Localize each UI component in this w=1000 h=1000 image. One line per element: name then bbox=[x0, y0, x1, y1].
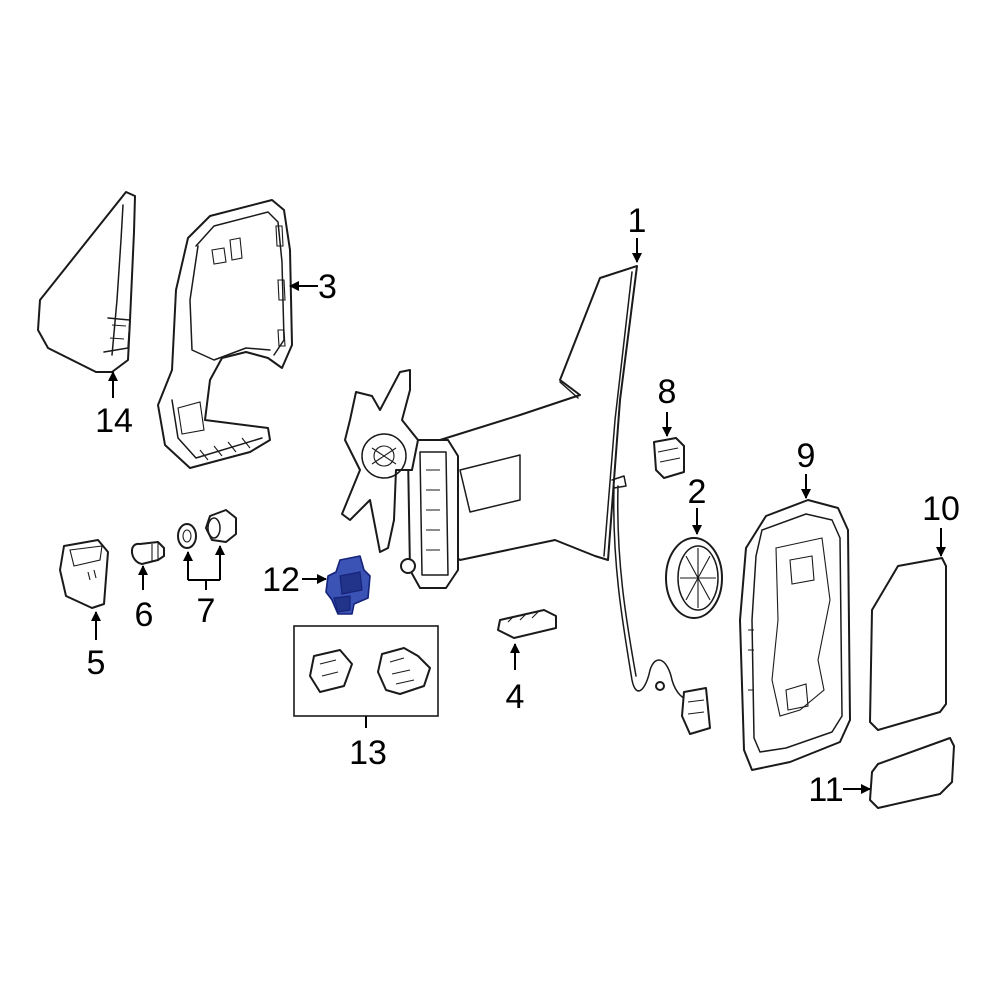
callout-4: 4 bbox=[506, 678, 525, 716]
callout-14: 14 bbox=[95, 402, 133, 440]
callout-6: 6 bbox=[135, 596, 154, 634]
part-11-spotter-glass[interactable] bbox=[869, 737, 955, 809]
part-13-kit-box[interactable] bbox=[293, 625, 439, 717]
part-5-lamp-lens[interactable] bbox=[59, 539, 109, 609]
leader-lines bbox=[91, 238, 946, 794]
callout-12: 12 bbox=[262, 561, 300, 599]
part-14-cover-shell[interactable] bbox=[37, 191, 136, 373]
callout-3: 3 bbox=[318, 268, 337, 306]
part-3-housing-cover[interactable] bbox=[157, 199, 293, 469]
part-1-mirror-arm[interactable] bbox=[341, 265, 638, 589]
part-7-socket-gasket[interactable] bbox=[177, 509, 237, 549]
callout-1: 1 bbox=[628, 202, 647, 240]
callout-8: 8 bbox=[658, 373, 677, 411]
part-9-mirror-frame[interactable] bbox=[739, 499, 851, 771]
callout-11: 11 bbox=[808, 771, 843, 809]
callout-2: 2 bbox=[688, 473, 707, 511]
part-12-highlighted-clip[interactable] bbox=[325, 555, 371, 615]
callout-7: 7 bbox=[197, 592, 216, 630]
part-4-bracket[interactable] bbox=[497, 609, 557, 639]
wire-harness bbox=[613, 485, 711, 735]
part-6-bulb[interactable] bbox=[131, 541, 165, 565]
callout-13: 13 bbox=[349, 734, 387, 772]
part-8-connector[interactable] bbox=[653, 437, 685, 479]
callout-labels: 1 2 3 4 5 6 7 8 9 10 11 12 13 14 bbox=[87, 202, 960, 809]
callout-5: 5 bbox=[87, 644, 106, 682]
part-10-mirror-glass[interactable] bbox=[869, 557, 947, 731]
callout-9: 9 bbox=[797, 437, 816, 475]
part-2-motor[interactable] bbox=[665, 537, 723, 619]
callout-10: 10 bbox=[922, 490, 960, 528]
